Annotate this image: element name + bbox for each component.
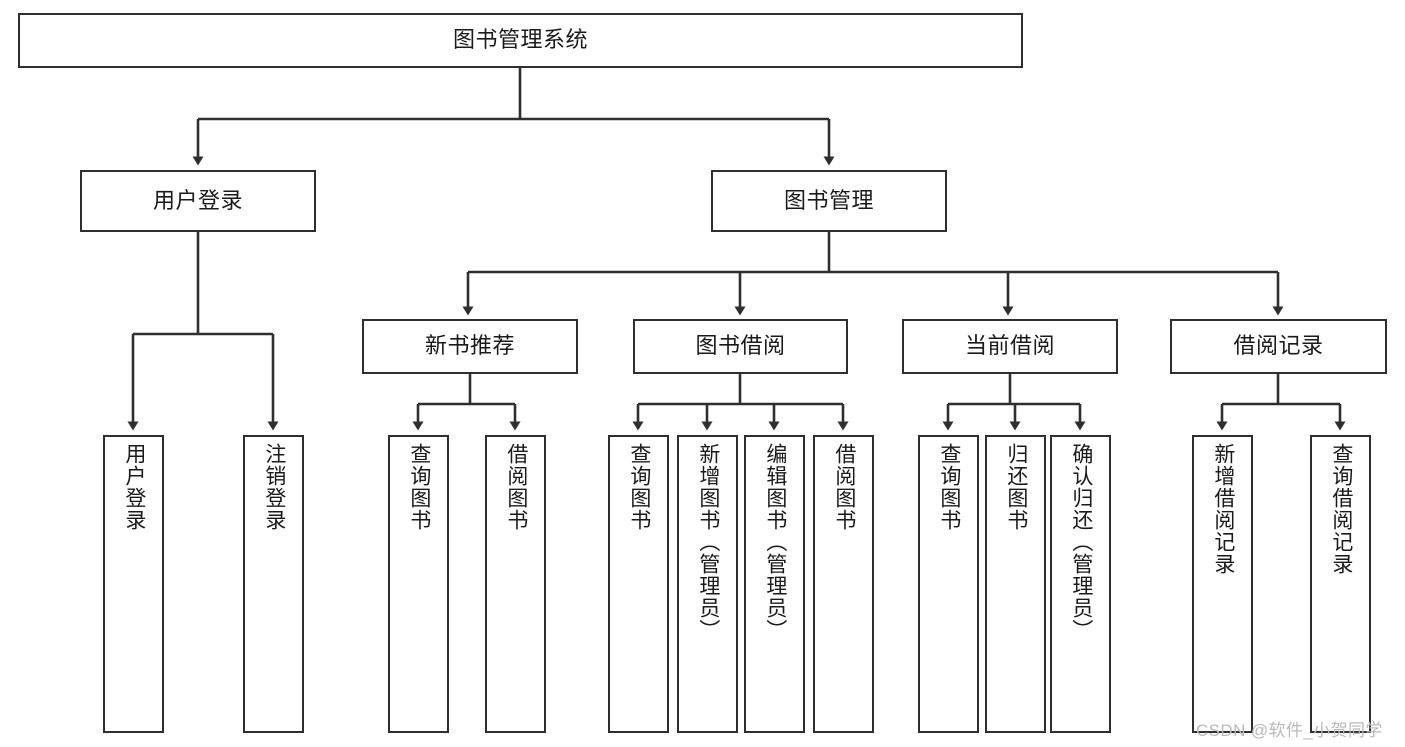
- node-user-login[interactable]: 用户登录: [80, 170, 316, 232]
- node-leaf-edit-book[interactable]: 编辑图书（管理员）: [744, 435, 805, 733]
- node-leaf-edit-book-label: 编辑图书（管理员）: [763, 443, 787, 641]
- node-leaf-query-book-3-label: 查询图书: [937, 443, 961, 531]
- node-leaf-add-record[interactable]: 新增借阅记录: [1192, 435, 1253, 733]
- node-book-borrow-label: 图书借阅: [695, 333, 786, 359]
- node-leaf-add-book-label: 新增图书（管理员）: [696, 443, 720, 641]
- node-leaf-user-login[interactable]: 用户登录: [103, 435, 164, 733]
- node-leaf-query-record[interactable]: 查询借阅记录: [1310, 435, 1371, 733]
- node-leaf-add-book[interactable]: 新增图书（管理员）: [677, 435, 738, 733]
- node-leaf-query-book-2[interactable]: 查询图书: [608, 435, 669, 733]
- node-leaf-query-book-1[interactable]: 查询图书: [388, 435, 449, 733]
- node-leaf-borrow-book-1[interactable]: 借阅图书: [485, 435, 546, 733]
- node-book-management[interactable]: 图书管理: [711, 170, 947, 232]
- node-leaf-query-book-3[interactable]: 查询图书: [918, 435, 979, 733]
- node-user-login-label: 用户登录: [152, 187, 243, 213]
- node-current-borrow-label: 当前借阅: [964, 333, 1055, 359]
- node-leaf-logout-login-label: 注销登录: [262, 443, 286, 531]
- node-leaf-logout-login[interactable]: 注销登录: [243, 435, 304, 733]
- node-leaf-borrow-book-2[interactable]: 借阅图书: [813, 435, 874, 733]
- node-leaf-return-book-label: 归还图书: [1004, 443, 1028, 531]
- node-leaf-query-book-1-label: 查询图书: [407, 443, 431, 531]
- node-borrow-record[interactable]: 借阅记录: [1170, 319, 1387, 374]
- node-new-book-recommend-label: 新书推荐: [424, 333, 515, 359]
- node-root-label: 图书管理系统: [452, 27, 588, 53]
- node-leaf-query-book-2-label: 查询图书: [627, 443, 651, 531]
- node-leaf-confirm-return[interactable]: 确认归还（管理员）: [1050, 435, 1111, 733]
- node-leaf-borrow-book-2-label: 借阅图书: [832, 443, 856, 531]
- watermark: CSDN @软件_小贺同学: [1196, 721, 1383, 740]
- node-leaf-add-record-label: 新增借阅记录: [1211, 443, 1235, 575]
- node-borrow-record-label: 借阅记录: [1233, 333, 1324, 359]
- node-leaf-query-record-label: 查询借阅记录: [1329, 443, 1353, 575]
- node-book-management-label: 图书管理: [783, 187, 874, 213]
- node-leaf-borrow-book-1-label: 借阅图书: [504, 443, 528, 531]
- node-current-borrow[interactable]: 当前借阅: [902, 319, 1118, 374]
- node-root[interactable]: 图书管理系统: [18, 13, 1023, 68]
- node-book-borrow[interactable]: 图书借阅: [633, 319, 848, 374]
- node-leaf-return-book[interactable]: 归还图书: [985, 435, 1046, 733]
- node-leaf-confirm-return-label: 确认归还（管理员）: [1069, 443, 1093, 641]
- node-new-book-recommend[interactable]: 新书推荐: [362, 319, 578, 374]
- node-leaf-user-login-label: 用户登录: [122, 443, 146, 531]
